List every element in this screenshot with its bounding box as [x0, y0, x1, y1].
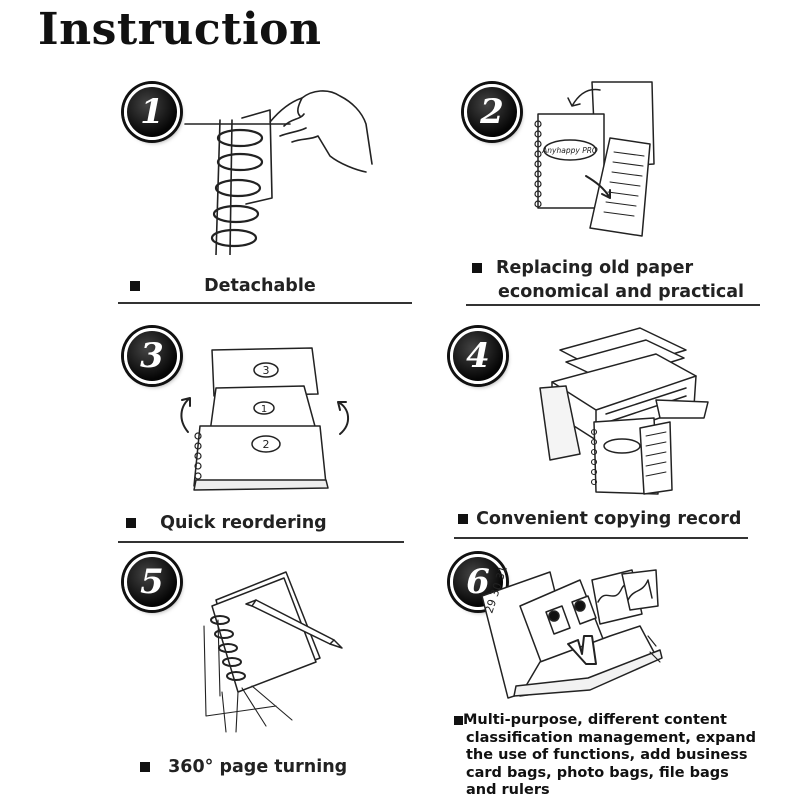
divider [454, 537, 748, 539]
page-number-bottom: 2 [263, 438, 270, 451]
step-1-caption: Detachable [130, 274, 316, 298]
binder-pockets-icon: 29 30 31 [481, 566, 663, 699]
step-3-line-1: Quick reordering [160, 513, 327, 533]
step-5-caption: 360° page turning [140, 755, 347, 779]
step-5-line-1: 360° page turning [168, 757, 348, 777]
step-4-badge: 4 [450, 328, 506, 384]
step-5-badge: 5 [124, 554, 180, 610]
bullet-icon [472, 263, 482, 273]
page-number-top: 3 [263, 364, 270, 377]
bullet-icon [126, 518, 136, 528]
step-2-badge: 2 [464, 84, 520, 140]
step-2-line-2: economical and practical [498, 282, 745, 302]
divider [118, 302, 412, 304]
notebook-pen-icon [203, 571, 343, 733]
step-6-line-5: and rulers [466, 782, 550, 798]
page-number-middle: 1 [261, 404, 267, 415]
step-2-caption: Replacing old paper economical and pract… [472, 256, 744, 304]
step-3-caption: Quick reordering [126, 511, 327, 535]
bullet-icon [130, 281, 140, 291]
step-4-caption: Convenient copying record [458, 507, 741, 531]
step-2-line-1: Replacing old paper [496, 258, 694, 278]
step-6-line-3: the use of functions, add business [466, 747, 748, 763]
logo-text: Anyhappy PRO [541, 146, 598, 155]
step-1-badge: 1 [124, 84, 180, 140]
step-6-line-4: card bags, photo bags, file bags [466, 764, 729, 781]
divider [118, 541, 404, 543]
step-1-line-1: Detachable [204, 276, 316, 296]
bullet-icon [140, 762, 150, 772]
stacked-pages-icon: 3 1 2 [180, 347, 349, 491]
bullet-icon [458, 514, 468, 524]
step-6-line-2: classification management, expand [466, 729, 756, 746]
paper-replace-icon: Anyhappy PRO [534, 81, 655, 237]
step-4-line-1: Convenient copying record [476, 509, 742, 529]
copier-icon [539, 327, 709, 495]
ring-binder-hand-icon [184, 90, 373, 255]
step-6-caption: Multi-purpose, different content classif… [454, 712, 756, 800]
step-3-badge: 3 [124, 328, 180, 384]
page-title: Instruction [38, 4, 322, 55]
bullet-icon [454, 715, 463, 725]
divider [466, 304, 760, 306]
step-6-line-1: Multi-purpose, different content [463, 712, 727, 728]
step-6-badge: 6 [450, 554, 506, 610]
